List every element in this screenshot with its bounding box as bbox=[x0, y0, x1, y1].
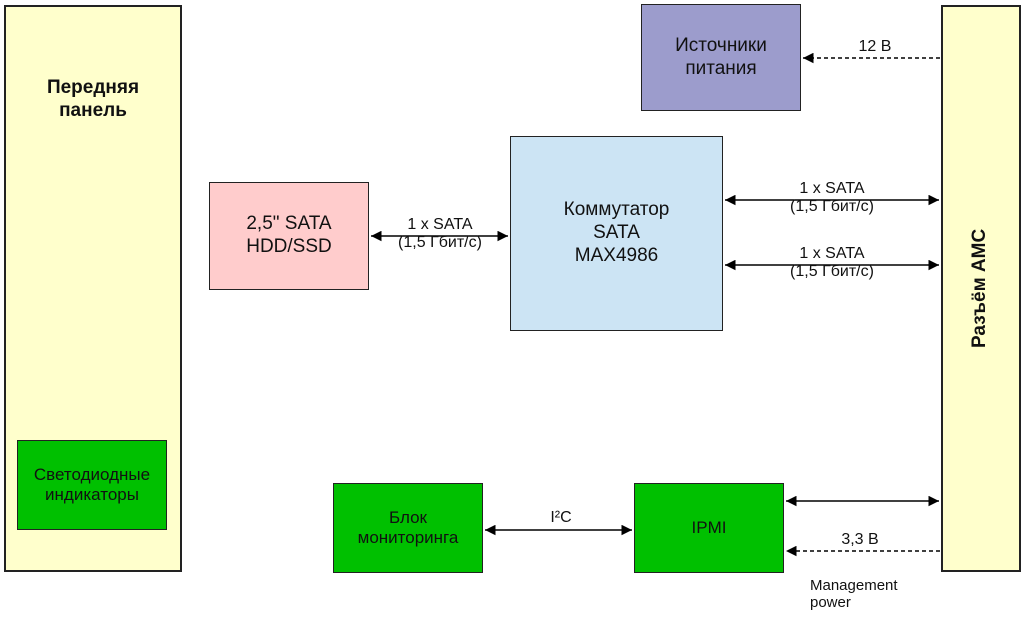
amc-sata-2-label: 1 x SATA (1,5 Гбит/с) bbox=[790, 245, 874, 281]
front-panel-label: Передняя панель bbox=[46, 77, 140, 121]
hdd-ssd-label: 2,5" SATA HDD/SSD bbox=[246, 213, 332, 257]
led-indicators-label: Светодиодные индикаторы bbox=[33, 464, 151, 504]
power-supply-block: Источники питания bbox=[641, 4, 801, 111]
monitoring-block: Блок мониторинга bbox=[333, 483, 483, 573]
monitoring-label: Блок мониторинга bbox=[357, 507, 459, 547]
ipmi-block: IPMI bbox=[634, 483, 784, 573]
led-indicators-block: Светодиодные индикаторы bbox=[17, 440, 167, 530]
sata-switch-block: Коммутатор SATA MAX4986 bbox=[510, 136, 723, 331]
mgmt-power-label: 3,3 В bbox=[841, 531, 879, 548]
sata-switch-label: Коммутатор SATA MAX4986 bbox=[563, 199, 670, 266]
amc-connector-block: Разъём AMC bbox=[941, 5, 1021, 572]
ipmi-label: IPMI bbox=[691, 517, 727, 537]
psu-power-label: 12 В bbox=[858, 38, 892, 55]
i2c-label: I²C bbox=[550, 509, 572, 526]
mgmt-power-note: Management power bbox=[810, 577, 898, 612]
power-supply-label: Источники питания bbox=[675, 34, 767, 79]
hdd-sata-label: 1 x SATA (1,5 Гбит/с) bbox=[398, 216, 482, 252]
hdd-ssd-block: 2,5" SATA HDD/SSD bbox=[209, 182, 369, 290]
amc-sata-1-label: 1 x SATA (1,5 Гбит/с) bbox=[790, 180, 874, 216]
